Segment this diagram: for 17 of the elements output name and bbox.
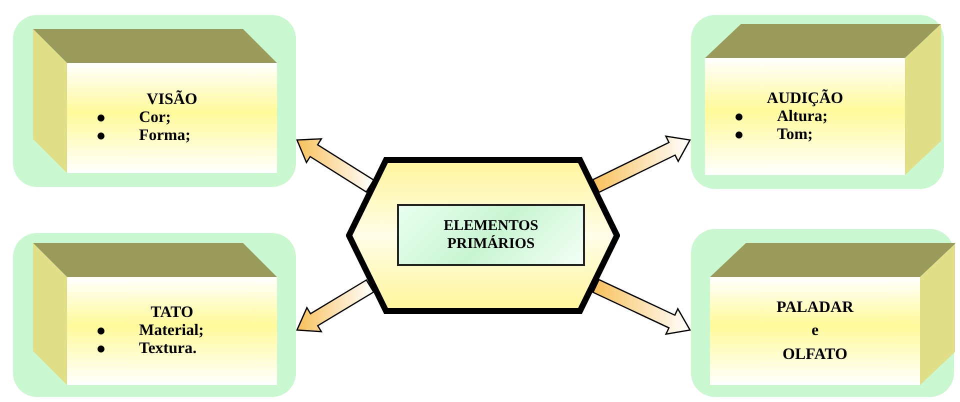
block-arrow [592,278,692,336]
title-box [397,204,585,266]
list-item: Forma; [139,127,191,145]
list-item: Cor; [139,109,171,127]
block-arrow [592,135,692,194]
list-item: Tom; [777,126,813,144]
block-arrow [296,279,374,332]
list-item: Altura; [777,108,828,126]
block-arrow [296,138,375,193]
box-title: AUDIÇÃO [766,90,844,108]
title-text: ELEMENTOS PRIMÁRIOS [442,217,540,253]
box-title: VISÃO [146,91,198,109]
list-item: Material; [139,322,204,340]
hexagon [346,157,620,314]
box-title: PALADAR e OLFATO [775,298,855,365]
box-title: TATO [150,304,194,322]
list-item: Textura. [139,340,197,358]
